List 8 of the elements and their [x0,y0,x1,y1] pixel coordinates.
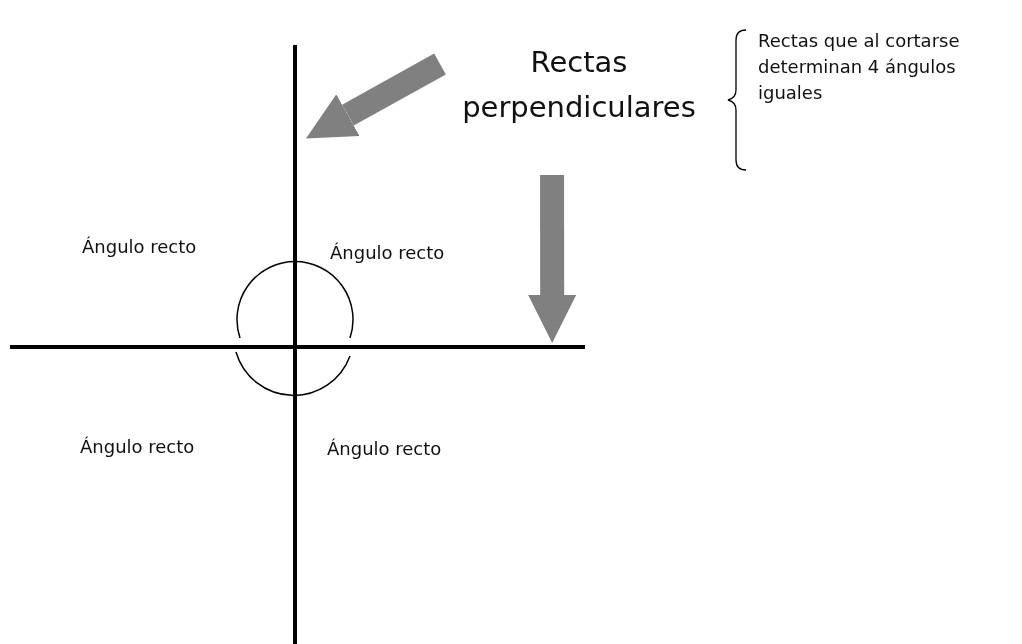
arrow [528,174,577,343]
angle-label: Ángulo recto [82,236,197,257]
definition-text: Rectas que al cortarse determinan 4 ángulos iguales [758,29,961,105]
angle-label: Ángulo recto [327,438,442,459]
heading-text: Rectas perpendiculares [461,44,697,126]
angle-label: Ángulo recto [80,436,195,457]
arrow [306,53,446,139]
angle-label: Ángulo recto [330,242,445,263]
